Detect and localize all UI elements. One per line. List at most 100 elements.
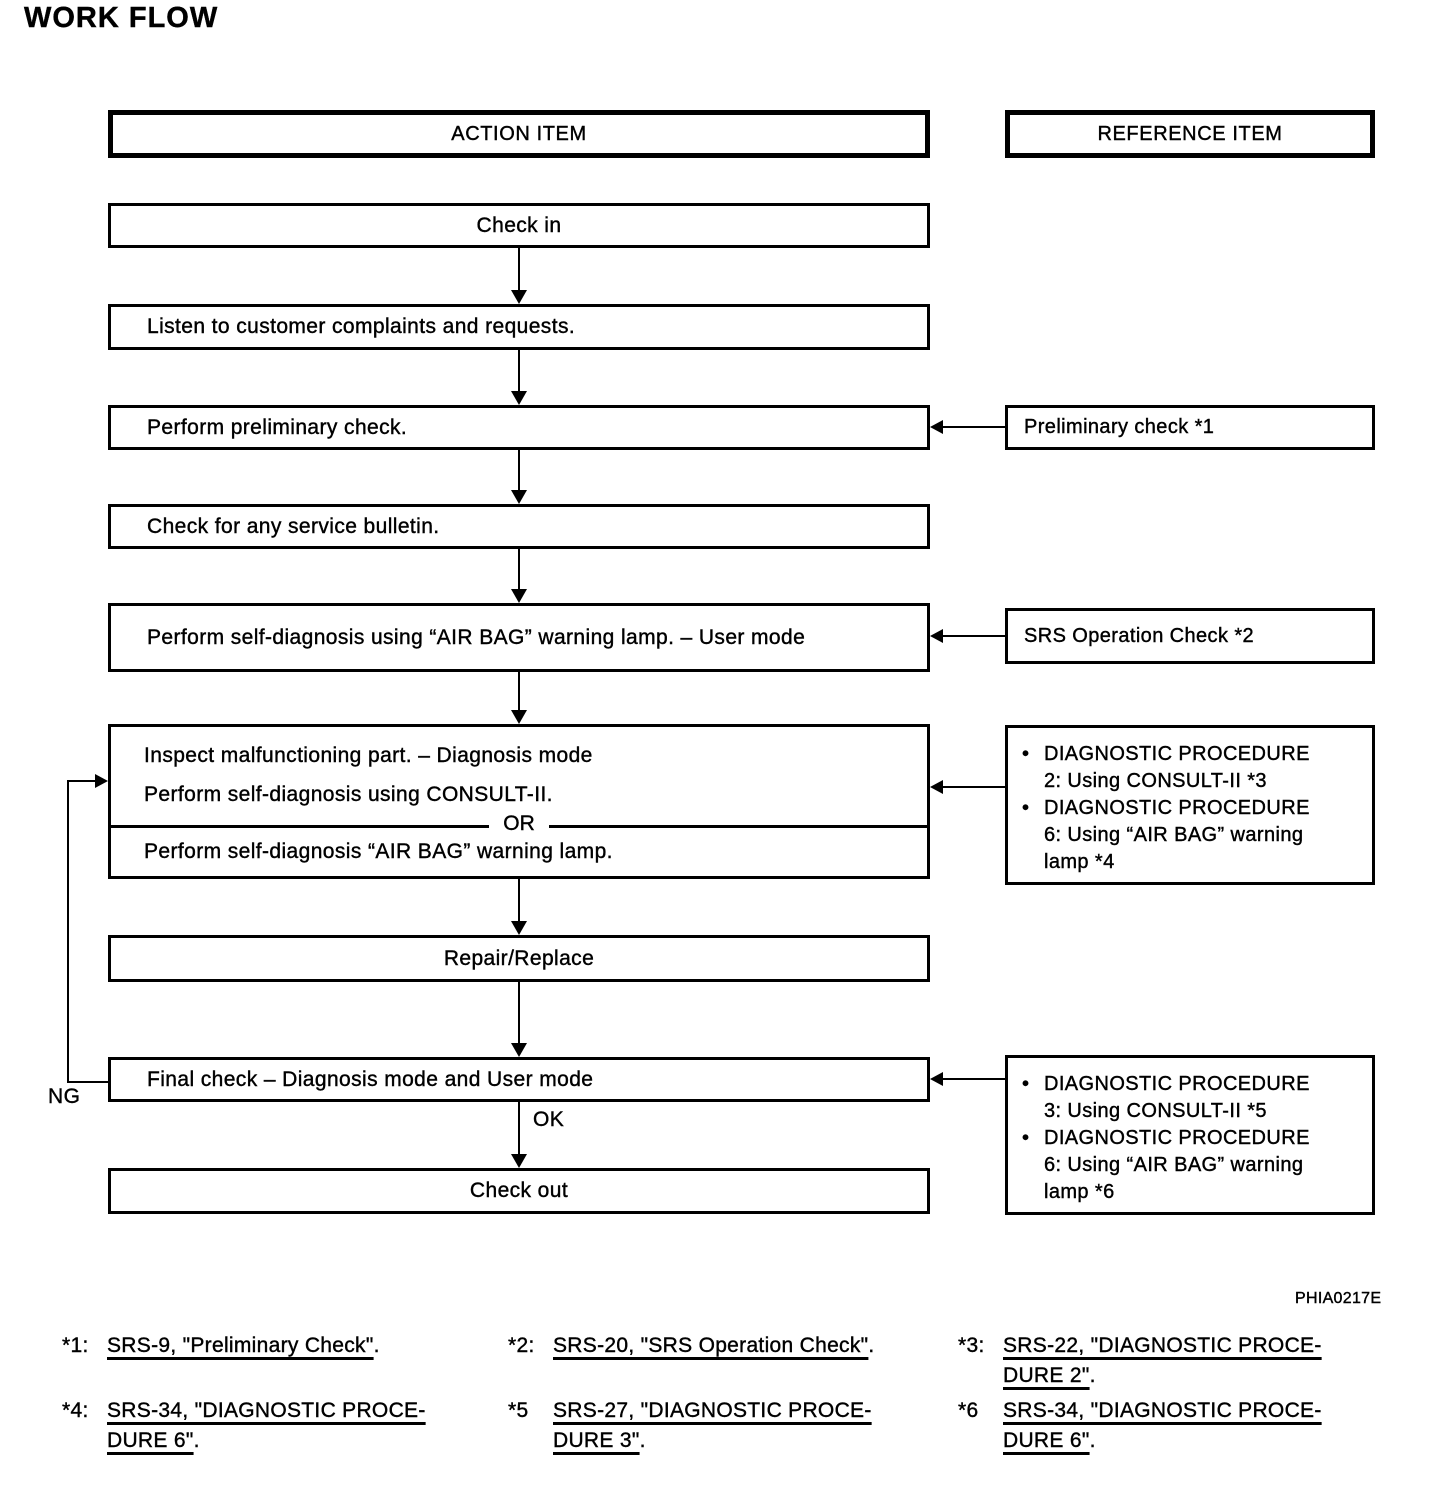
diagnosis-mode-consult-label: Perform self-diagnosis using CONSULT-II. (144, 783, 553, 806)
ref-box-diagnostic-procedures-1: • DIAGNOSTIC PROCEDURE 2: Using CONSULT-… (1005, 725, 1375, 885)
arrow-right-icon (95, 774, 108, 788)
ok-label: OK (533, 1108, 565, 1131)
ref-bullet-line: lamp *4 (1044, 851, 1115, 873)
footnote-label: *6 (958, 1399, 979, 1422)
footnote-label: *5 (508, 1399, 529, 1422)
flow-box-check-in: Check in (108, 203, 930, 248)
ref-bullet-line: DIAGNOSTIC PROCEDURE (1044, 1127, 1310, 1149)
ref-box-preliminary-check: Preliminary check *1 (1005, 405, 1375, 450)
footnote-suffix: . (639, 1429, 646, 1452)
footnote-link[interactable]: DURE 3" (553, 1429, 640, 1452)
flow-box-final-check-label: Final check – Diagnosis mode and User mo… (147, 1067, 594, 1091)
arrow-down-icon (511, 589, 527, 603)
flow-box-check-in-label: Check in (476, 213, 562, 237)
page-title: WORK FLOW (24, 2, 219, 34)
footnote: *3: SRS-22, "DIAGNOSTIC PROCE- DURE 2". (958, 1331, 1322, 1391)
arrow-down-icon (511, 391, 527, 405)
arrow-left-icon (930, 629, 943, 643)
footnote-link[interactable]: SRS-22, "DIAGNOSTIC PROCE- (1003, 1334, 1322, 1357)
footnote: *1: SRS-9, "Preliminary Check". (62, 1331, 380, 1361)
footnote-link[interactable]: SRS-20, "SRS Operation Check" (553, 1334, 869, 1357)
flow-box-diagnosis-mode (108, 724, 930, 879)
footnote-label: *3: (958, 1334, 985, 1357)
bullet-icon: • (1022, 797, 1030, 819)
ref-box-srs-operation-check-label: SRS Operation Check *2 (1024, 624, 1255, 647)
connector-line (518, 350, 520, 391)
diagnosis-mode-lamp-label: Perform self-diagnosis “AIR BAG” warning… (144, 840, 613, 863)
ng-loop-line (67, 1081, 108, 1083)
arrow-left-icon (930, 1072, 943, 1086)
connector-line (518, 879, 520, 921)
ref-bullet-line: DIAGNOSTIC PROCEDURE (1044, 743, 1310, 765)
arrow-down-icon (511, 1043, 527, 1057)
flow-box-check-out-label: Check out (469, 1179, 569, 1202)
arrow-left-icon (930, 780, 943, 794)
connector-line (518, 549, 520, 589)
connector-line (518, 248, 520, 290)
connector-line (518, 672, 520, 710)
footnote-link[interactable]: DURE 2" (1003, 1364, 1090, 1387)
ref-box-diagnostic-procedures-2: • DIAGNOSTIC PROCEDURE 3: Using CONSULT-… (1005, 1055, 1375, 1215)
footnote-suffix: . (1089, 1429, 1096, 1452)
footnote-link[interactable]: DURE 6" (1003, 1429, 1090, 1452)
arrow-down-icon (511, 290, 527, 304)
flow-box-final-check: Final check – Diagnosis mode and User mo… (108, 1057, 930, 1102)
arrow-left-icon (930, 420, 943, 434)
footnote-link[interactable]: DURE 6" (107, 1429, 194, 1452)
ng-loop-line (67, 780, 69, 1083)
header-reference-item-label: REFERENCE ITEM (1097, 122, 1283, 145)
connector-line (943, 1078, 1005, 1080)
bullet-icon: • (1022, 1127, 1030, 1149)
header-reference-item-box: REFERENCE ITEM (1005, 110, 1375, 158)
flow-box-repair-replace-label: Repair/Replace (443, 946, 595, 970)
flow-box-check-out: Check out (108, 1168, 930, 1214)
ref-bullet-line: 6: Using “AIR BAG” warning (1044, 824, 1304, 846)
ref-box-srs-operation-check: SRS Operation Check *2 (1005, 608, 1375, 664)
arrow-down-icon (511, 921, 527, 935)
flow-box-preliminary-check: Perform preliminary check. (108, 405, 930, 450)
ref-bullet-line: 2: Using CONSULT-II *3 (1044, 770, 1267, 792)
connector-line (943, 786, 1005, 788)
flow-box-service-bulletin-label: Check for any service bulletin. (147, 514, 440, 538)
footnote-suffix: . (373, 1334, 380, 1357)
ng-label: NG (48, 1085, 81, 1108)
ref-bullet-item: • DIAGNOSTIC PROCEDURE 6: Using “AIR BAG… (1022, 795, 1310, 876)
footnote-label: *4: (62, 1399, 89, 1422)
footnote-suffix: . (193, 1429, 200, 1452)
footnote-label: *1: (62, 1334, 89, 1357)
footnote-link[interactable]: SRS-27, "DIAGNOSTIC PROCE- (553, 1399, 872, 1422)
bullet-icon: • (1022, 743, 1030, 765)
arrow-down-icon (511, 710, 527, 724)
footnote: *5 SRS-27, "DIAGNOSTIC PROCE- DURE 3". (508, 1396, 872, 1456)
flow-box-self-diagnosis-user-mode-label: Perform self-diagnosis using “AIR BAG” w… (147, 625, 806, 649)
footnote: *2: SRS-20, "SRS Operation Check". (508, 1331, 875, 1361)
flow-box-listen-label: Listen to customer complaints and reques… (147, 315, 576, 338)
flow-box-service-bulletin: Check for any service bulletin. (108, 504, 930, 549)
footnote: *4: SRS-34, "DIAGNOSTIC PROCE- DURE 6". (62, 1396, 426, 1456)
connector-line (518, 450, 520, 490)
ref-bullet-line: lamp *6 (1044, 1181, 1115, 1203)
arrow-down-icon (511, 1154, 527, 1168)
connector-line (943, 635, 1005, 637)
flow-box-self-diagnosis-user-mode: Perform self-diagnosis using “AIR BAG” w… (108, 603, 930, 672)
ref-bullet-line: 6: Using “AIR BAG” warning (1044, 1154, 1304, 1176)
ref-bullet-line: 3: Using CONSULT-II *5 (1044, 1100, 1267, 1122)
footnote-link[interactable]: SRS-9, "Preliminary Check" (107, 1334, 374, 1357)
footnote-suffix: . (1089, 1364, 1096, 1387)
bullet-icon: • (1022, 1073, 1030, 1095)
diagnosis-mode-inspect-label: Inspect malfunctioning part. – Diagnosis… (144, 744, 593, 767)
footnote-link[interactable]: SRS-34, "DIAGNOSTIC PROCE- (107, 1399, 426, 1422)
ref-bullet-item: • DIAGNOSTIC PROCEDURE 2: Using CONSULT-… (1022, 741, 1310, 795)
or-label-wrap: OR (108, 812, 930, 836)
footnote-link[interactable]: SRS-34, "DIAGNOSTIC PROCE- (1003, 1399, 1322, 1422)
footnote-label: *2: (508, 1334, 535, 1357)
ref-box-preliminary-check-label: Preliminary check *1 (1024, 416, 1215, 438)
ref-bullet-line: DIAGNOSTIC PROCEDURE (1044, 1073, 1310, 1095)
ng-loop-line (67, 780, 96, 782)
arrow-down-icon (511, 490, 527, 504)
ref-bullet-item: • DIAGNOSTIC PROCEDURE 3: Using CONSULT-… (1022, 1071, 1310, 1125)
figure-code: PHIA0217E (1295, 1290, 1382, 1307)
footnote-suffix: . (868, 1334, 875, 1357)
header-action-item-label: ACTION ITEM (451, 122, 587, 145)
